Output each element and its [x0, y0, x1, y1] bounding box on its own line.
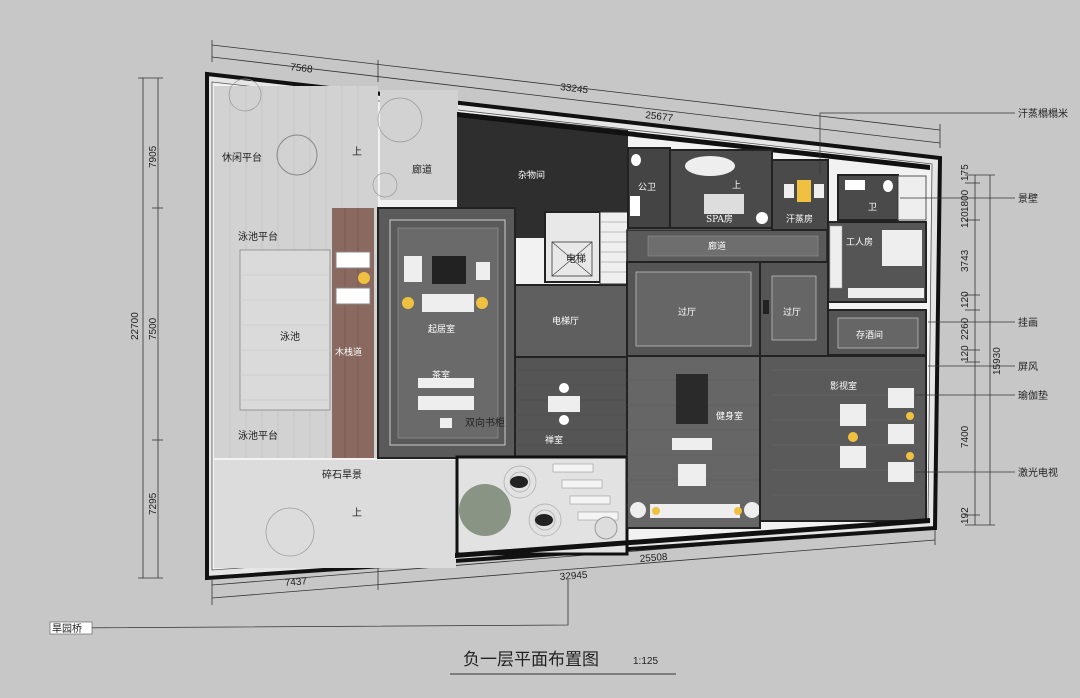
ann-painting: 挂画	[1018, 316, 1038, 329]
plan-title: 负一层平面布置图	[463, 650, 599, 670]
plan-scale: 1:125	[633, 656, 658, 667]
label-wine: 存酒间	[856, 329, 883, 341]
round-table	[276, 134, 318, 176]
spa-bed	[704, 194, 744, 214]
dim-right-f: 2260	[960, 317, 971, 340]
dim-right-b: 1800	[960, 189, 971, 212]
label-cinema: 影视室	[830, 380, 857, 392]
label-wc: 公卫	[638, 182, 656, 193]
label-pool-deck-top: 泳池平台	[238, 230, 278, 243]
ann-laser-tv: 激光电视	[1018, 466, 1058, 479]
dim-right-d: 3743	[960, 249, 971, 272]
label-zen: 禅室	[545, 434, 563, 446]
label-worker: 工人房	[846, 236, 873, 248]
wood-path	[332, 208, 374, 458]
swimming-pool	[239, 249, 331, 411]
ann-yoga-mat: 瑜伽垫	[1018, 389, 1048, 402]
armchair-2	[476, 262, 490, 280]
garden-trees	[228, 78, 423, 557]
dim-right-total: 15930	[992, 347, 1003, 375]
label-pool: 泳池	[280, 330, 300, 343]
label-sauna: 汗蒸房	[786, 213, 813, 225]
annotations: 汗蒸榻榻米 景壁 挂画 屏风 瑜伽垫 激光电视 旱园桥	[49, 107, 1068, 635]
dim-right-a: 175	[960, 164, 971, 181]
dim-top-left: 7568	[290, 62, 314, 76]
lamp-icon	[358, 272, 370, 284]
dimension-lines	[59, 40, 995, 629]
dim-right-g: 120	[960, 345, 971, 362]
armchair	[404, 256, 422, 282]
storage-room	[457, 112, 628, 238]
gravel-garden	[214, 460, 456, 568]
ann-garden-bridge: 旱园桥	[52, 623, 82, 635]
label-up-3: 上	[732, 180, 741, 191]
tree-icon	[459, 484, 511, 536]
bed	[882, 230, 922, 266]
label-spa: SPA房	[706, 213, 733, 225]
ann-screen: 屏风	[1018, 361, 1038, 373]
dim-left-mid: 7500	[148, 317, 159, 340]
label-leisure: 休闲平台	[222, 151, 262, 164]
label-tea: 茶室	[432, 369, 450, 381]
pool-lines	[240, 274, 330, 401]
label-living: 起居室	[428, 323, 455, 335]
stairs	[599, 211, 629, 285]
dim-bottom-outer: 32945	[559, 570, 588, 583]
annotation-leaders	[819, 112, 1015, 473]
dim-bottom-left: 7437	[284, 576, 307, 589]
bathtub	[685, 156, 735, 176]
cinema-seats	[840, 388, 914, 482]
dim-left-total: 22700	[130, 312, 141, 340]
label-hall-2: 过厅	[783, 306, 801, 318]
label-pool-deck-bottom: 泳池平台	[238, 429, 278, 442]
label-gravel: 碎石旱景	[322, 468, 362, 481]
ann-sauna-tatami: 汗蒸榻榻米	[1018, 107, 1068, 120]
outer-wall-top	[457, 112, 930, 170]
label-gym: 健身室	[716, 410, 743, 422]
label-elevator-hall: 电梯厅	[552, 315, 579, 327]
label-up-2: 上	[352, 507, 362, 519]
dim-left-bot: 7295	[148, 492, 159, 515]
dim-top-right: 25677	[645, 110, 674, 124]
room-labels: 休闲平台 廊道 杂物间 公卫 SPA房 汗蒸房 卫 工人房 泳池平台 泳池 泳池…	[222, 146, 883, 519]
dim-right-c: 120	[960, 211, 971, 228]
label-elevator: 电梯	[566, 252, 586, 265]
dim-right-h: 7400	[960, 425, 971, 448]
label-wc2: 卫	[868, 203, 877, 213]
dim-right-i: 192	[960, 507, 971, 524]
dim-left-top: 7905	[148, 145, 159, 168]
tea-table	[418, 396, 474, 410]
lounger-2	[335, 287, 371, 305]
dimension-texts: 7568 33245 25677 7437 32945 25508 22700 …	[130, 62, 1003, 589]
label-bookshelf: 双向书柜	[465, 416, 505, 429]
label-up-1: 上	[352, 146, 362, 158]
ann-feature-wall: 景壁	[1018, 192, 1038, 205]
elevator-shaft	[544, 211, 601, 283]
lounger-1	[335, 251, 371, 269]
elevator-hall	[514, 284, 628, 358]
label-corridor-mid: 廊道	[708, 240, 726, 252]
tv-cabinet	[432, 256, 466, 284]
dim-top-outer: 33245	[560, 82, 589, 96]
dim-bottom-right: 25508	[639, 552, 668, 565]
outer-wall-bottom	[455, 518, 930, 558]
label-storage: 杂物间	[518, 169, 545, 181]
dim-right-e: 120	[960, 291, 971, 308]
label-corridor-up: 廊道	[412, 163, 432, 176]
zen-table	[548, 396, 580, 412]
sofa	[422, 294, 474, 312]
label-hall-1: 过厅	[678, 306, 696, 318]
label-wood-path: 木栈道	[335, 346, 362, 358]
treadmill-mat	[676, 374, 708, 424]
